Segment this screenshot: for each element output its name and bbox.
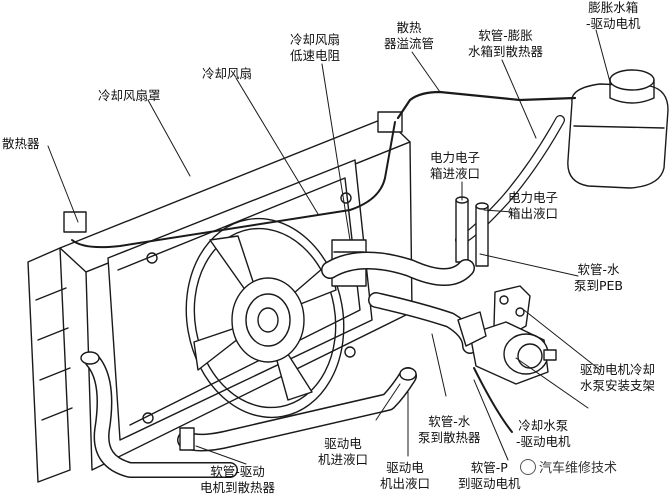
label-motor-inlet: 驱动电机进液口	[318, 436, 369, 467]
leader-lines	[47, 29, 611, 465]
label-fan: 冷却风扇	[202, 66, 253, 81]
radiator-overflow-tube	[396, 90, 577, 120]
hose-p-to-motor	[473, 367, 513, 433]
label-peb-inlet: 电力电子箱进液口	[430, 150, 481, 181]
label-hose-motor-radiator: 软管-驱动电机到散热器	[200, 464, 276, 495]
label-expansion-tank: 膨胀水箱-驱动电机	[586, 0, 641, 31]
wechat-logo-icon	[520, 459, 536, 475]
watermark: 汽车维修技术	[520, 457, 617, 476]
label-hose-pump-peb: 软管-水泵到PEB	[574, 262, 624, 293]
label-motor-outlet: 驱动电机出液口	[380, 460, 431, 491]
radiator-overflow-tube-lower	[71, 121, 396, 249]
label-pump-bracket: 驱动电机冷却水泵安装支架	[580, 362, 656, 393]
cooling-fan	[185, 217, 345, 419]
label-radiator: 散热器	[2, 136, 40, 151]
label-cooling-pump: 冷却水泵-驱动电机	[516, 418, 571, 449]
label-hose-pump-radiator: 软管-水泵到散热器	[418, 414, 481, 445]
cooling-water-pump	[457, 311, 557, 385]
label-fan-resistor: 冷却风扇低速电阻	[290, 32, 341, 63]
label-overflow-tube: 散热器溢流管	[384, 20, 435, 51]
expansion-tank	[567, 69, 669, 189]
label-fan-shroud: 冷却风扇罩	[98, 88, 161, 103]
label-peb-outlet: 电力电子箱出液口	[508, 190, 559, 221]
label-hose-expansion: 软管-膨胀水箱到散热器	[468, 28, 544, 59]
